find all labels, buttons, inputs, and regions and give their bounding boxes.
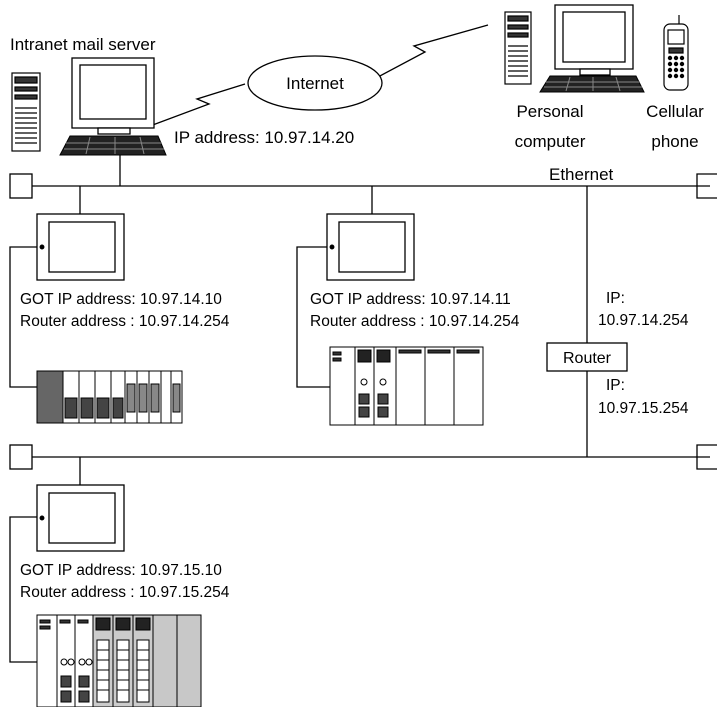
got1-plc-cable xyxy=(9,246,37,388)
pc-tower-icon xyxy=(504,11,532,85)
cellular-phone-icon xyxy=(663,15,689,91)
bus-terminator-upper-right xyxy=(696,173,717,199)
network-lines xyxy=(9,24,717,663)
router-ip-lower-line2: 10.97.15.254 xyxy=(598,400,689,417)
got2-router-label: Router address : 10.97.14.254 xyxy=(310,313,520,330)
got2-plc-cable xyxy=(296,246,330,388)
got3-plc-cable xyxy=(9,516,37,663)
ethernet-label: Ethernet xyxy=(549,165,614,184)
got3-terminal-icon xyxy=(36,484,125,552)
got3-ip-label: GOT IP address: 10.97.15.10 xyxy=(20,562,222,579)
bus-terminator-lower-left xyxy=(9,444,33,470)
router-box xyxy=(546,342,628,372)
got2-terminal-icon xyxy=(326,213,415,281)
server-tower-icon xyxy=(11,72,41,152)
pc-keyboard-icon xyxy=(539,75,645,93)
got3-router-label: Router address : 10.97.15.254 xyxy=(20,584,230,601)
bus-terminator-lower-right xyxy=(696,444,717,470)
phone-label-line1: Cellular xyxy=(646,102,704,121)
server-internet-link xyxy=(149,83,246,127)
plc-rack-icon-3 xyxy=(36,614,202,708)
router-ip-lower-line1: IP: xyxy=(606,377,625,394)
server-monitor-icon xyxy=(71,57,155,135)
pc-monitor-icon xyxy=(554,4,634,76)
router-label: Router xyxy=(563,350,612,367)
got1-terminal-icon xyxy=(36,213,125,281)
bus-terminator-upper-left xyxy=(9,173,33,199)
server-ip-label: IP address: 10.97.14.20 xyxy=(174,128,354,147)
pc-label-line2: computer xyxy=(515,132,586,151)
internet-cloud xyxy=(247,55,383,111)
phone-label-line2: phone xyxy=(651,132,698,151)
router-ip-upper-line1: IP: xyxy=(606,290,625,307)
pc-label-line1: Personal xyxy=(516,102,583,121)
internet-pc-link xyxy=(377,24,489,78)
router-ip-upper-line2: 10.97.14.254 xyxy=(598,312,689,329)
mail-server-label: Intranet mail server xyxy=(10,35,156,54)
server-keyboard-icon xyxy=(59,135,167,156)
plc-rack-icon-1 xyxy=(36,370,183,424)
got2-ip-label: GOT IP address: 10.97.14.11 xyxy=(310,291,511,308)
got1-router-label: Router address : 10.97.14.254 xyxy=(20,313,230,330)
got1-ip-label: GOT IP address: 10.97.14.10 xyxy=(20,291,222,308)
internet-label: Internet xyxy=(286,74,344,93)
plc-rack-icon-2 xyxy=(329,346,484,426)
